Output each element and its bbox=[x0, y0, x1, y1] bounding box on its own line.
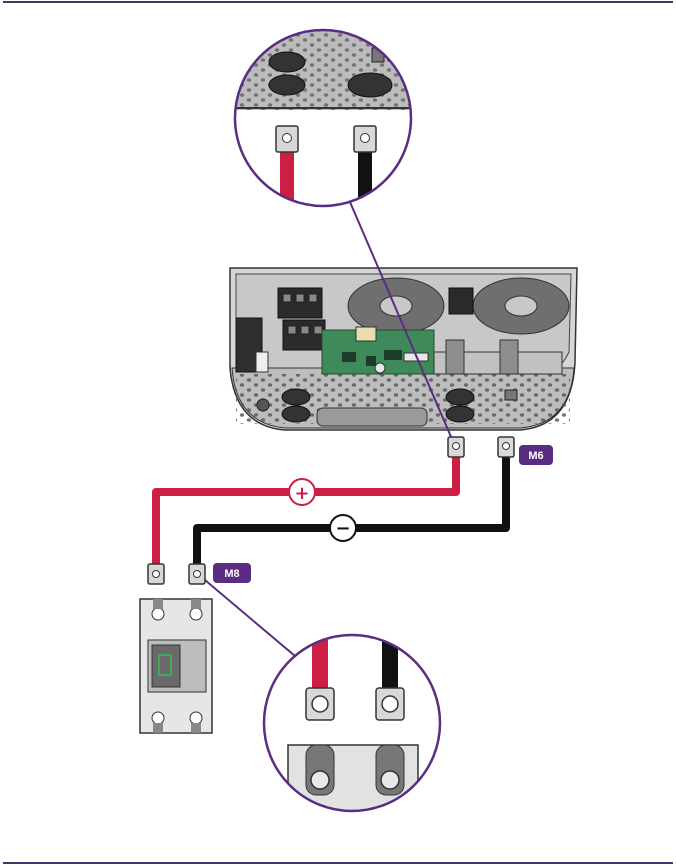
inverter-terminal-zoom bbox=[233, 28, 413, 208]
negative-polarity-badge: − bbox=[329, 514, 357, 542]
bottom-rule bbox=[3, 862, 673, 864]
inverter-unit bbox=[229, 267, 578, 431]
zoom-breaker-positive-lug bbox=[305, 687, 335, 721]
terminal-block-right bbox=[448, 287, 474, 315]
dc-breaker bbox=[139, 598, 213, 734]
m6-bolt-tag: M6 bbox=[519, 445, 553, 465]
breaker-positive-lug bbox=[147, 563, 165, 585]
m6-bolt-label: M6 bbox=[528, 450, 543, 462]
callout-line-inverter bbox=[349, 201, 456, 447]
callout-line-breaker bbox=[198, 574, 296, 657]
m8-bolt-tag: M8 bbox=[213, 563, 251, 583]
zoom-positive-lug bbox=[275, 125, 299, 153]
zoom-breaker-negative-lug bbox=[375, 687, 405, 721]
breaker-negative-lug bbox=[188, 563, 206, 585]
positive-polarity-badge: + bbox=[288, 478, 316, 506]
zoom-negative-lug bbox=[353, 125, 377, 153]
positive-sign: + bbox=[294, 483, 309, 504]
inverter-positive-lug bbox=[447, 436, 465, 458]
m8-bolt-label: M8 bbox=[224, 568, 239, 580]
breaker-terminal-zoom bbox=[262, 633, 442, 813]
inverter-negative-lug bbox=[497, 436, 515, 458]
negative-sign: − bbox=[335, 518, 350, 539]
top-rule bbox=[3, 1, 673, 3]
